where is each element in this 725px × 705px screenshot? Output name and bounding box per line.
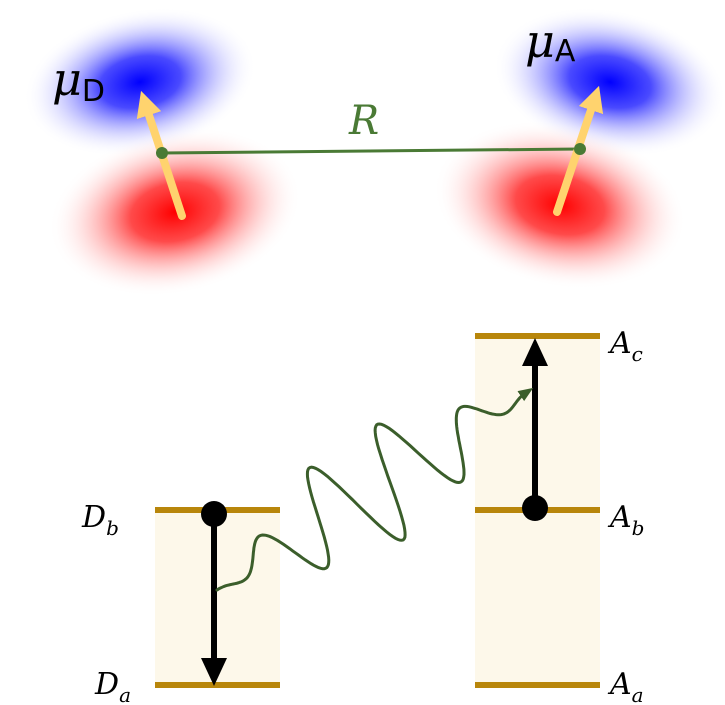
acceptor-dipole-arrow <box>553 85 604 216</box>
donor-negative-lobe <box>48 127 302 297</box>
acceptor-positive-lobe <box>493 7 725 157</box>
acceptor-electron <box>522 495 548 521</box>
distance-line <box>161 147 581 155</box>
donor-center-dot <box>156 147 168 159</box>
acceptor-bottom-label: Aa <box>607 667 644 705</box>
photon-wave <box>215 387 534 592</box>
acceptor-mid-label: Ab <box>607 500 644 540</box>
donor-transition-arrow <box>201 501 227 686</box>
donor-upper-label: Db <box>81 500 119 540</box>
distance-label: R <box>348 98 379 144</box>
donor-orbital <box>23 7 302 297</box>
donor-dipole-label: μD <box>52 52 105 109</box>
acceptor-transition-arrow <box>522 338 548 521</box>
donor-electron <box>201 501 227 527</box>
donor-dipole-arrow <box>136 90 186 220</box>
acceptor-top-label: Ac <box>607 326 643 366</box>
donor-arrowhead <box>201 658 227 686</box>
donor-positive-lobe <box>23 7 257 157</box>
acceptor-dipole-label: μA <box>525 14 576 69</box>
acceptor-arrowhead <box>522 338 548 366</box>
donor-lower-label: Da <box>94 667 131 705</box>
acceptor-center-dot <box>574 143 586 155</box>
donor-level-band <box>155 510 280 685</box>
